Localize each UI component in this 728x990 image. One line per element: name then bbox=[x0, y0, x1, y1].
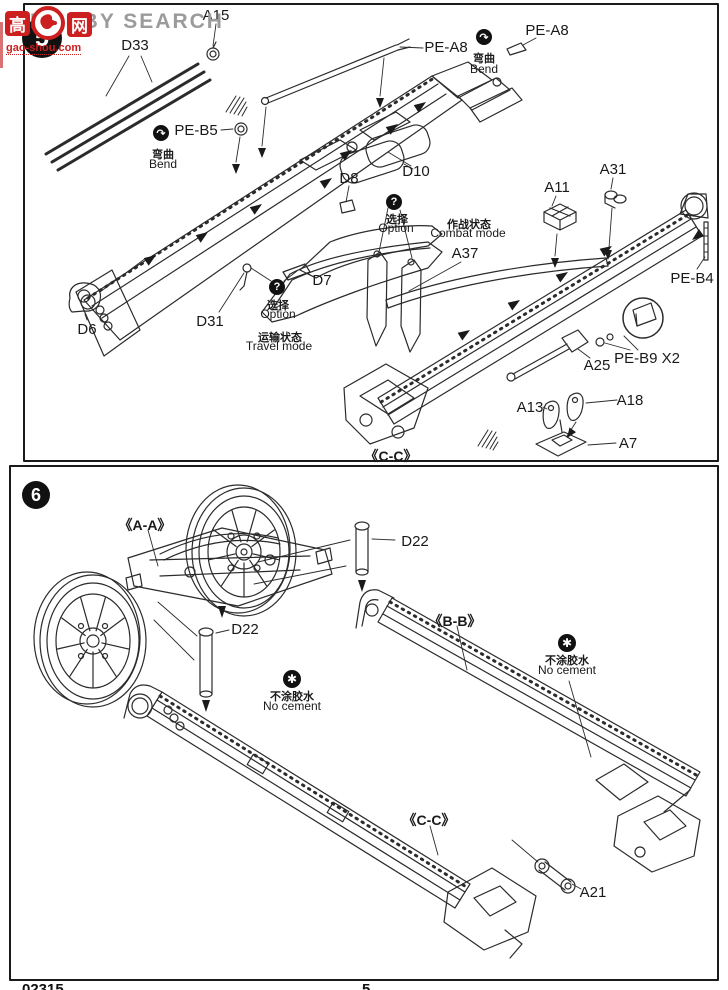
pe-a8-corner-part bbox=[506, 42, 527, 56]
step6-arrows bbox=[202, 580, 366, 712]
part-label-a13: A13 bbox=[516, 399, 544, 416]
beam-cc-spade-foot bbox=[443, 867, 537, 959]
pe-b9-magnifier bbox=[595, 297, 664, 347]
view-label-bb: 《B-B》 bbox=[428, 613, 482, 629]
part-label-d10: D10 bbox=[402, 163, 430, 180]
no-cement-note-en: No cement bbox=[537, 663, 597, 677]
kit-number: 02315 bbox=[22, 981, 64, 990]
no-cement-icon: ✱ bbox=[558, 634, 576, 652]
axle-frame-drawing bbox=[125, 527, 333, 607]
part-label-a25: A25 bbox=[583, 357, 611, 374]
part-label-a18: A18 bbox=[616, 392, 644, 409]
a13-part bbox=[542, 400, 560, 429]
d10-wire-parts bbox=[339, 124, 431, 184]
a18-part bbox=[566, 392, 584, 421]
part-label-d22-upper: D22 bbox=[401, 533, 429, 550]
no-cement-icon: ✱ bbox=[283, 670, 301, 688]
option-note-cn: 选择 bbox=[267, 300, 289, 312]
part-label-pe-b4: PE-B4 bbox=[670, 270, 714, 287]
pe-b4-strip-part bbox=[703, 221, 709, 261]
part-label-a21: A21 bbox=[579, 884, 607, 901]
step5-leader-lines bbox=[84, 23, 706, 446]
step5-arrows bbox=[143, 98, 705, 438]
hatch-marks bbox=[225, 95, 499, 451]
a21-part bbox=[534, 858, 576, 894]
part-label-a15: A15 bbox=[202, 7, 230, 24]
part-label-d6: D6 bbox=[77, 321, 97, 338]
bend-icon: ↷ bbox=[476, 29, 492, 45]
part-label-a31: A31 bbox=[599, 161, 627, 178]
travel-mode-note-cn: 运输状态 bbox=[258, 332, 302, 344]
left-wheel-drawing bbox=[33, 571, 147, 708]
d7-part bbox=[282, 263, 311, 281]
view-label-cc-step5: 《C-C》 bbox=[364, 448, 418, 464]
beam-cc-drawing bbox=[123, 684, 471, 909]
bend-note-cn: 弯曲 bbox=[473, 53, 495, 65]
watermark-site-text: gao-shou.com bbox=[6, 42, 82, 55]
beam-bb-spade-foot bbox=[613, 789, 701, 873]
part-label-pe-b9: PE-B9 X2 bbox=[614, 350, 680, 367]
bend-note-en: Bend bbox=[148, 157, 178, 171]
bend-note-en: Bend bbox=[469, 62, 499, 76]
a11-part bbox=[543, 203, 577, 231]
a15-part bbox=[206, 41, 220, 61]
option-icon: ? bbox=[269, 279, 285, 295]
d8-part bbox=[339, 199, 356, 214]
combat-mode-note-cn: 作战状态 bbox=[447, 219, 491, 231]
part-label-a7: A7 bbox=[618, 435, 638, 452]
no-cement-note-cn: 不涂胶水 bbox=[545, 655, 589, 667]
panel-borders bbox=[9, 3, 719, 981]
option-note-en: Option bbox=[260, 307, 296, 321]
part-label-d7: D7 bbox=[312, 272, 332, 289]
d6-part bbox=[68, 282, 102, 313]
no-cement-note-cn: 不涂胶水 bbox=[270, 691, 314, 703]
view-label-cc-step6: 《C-C》 bbox=[402, 812, 456, 828]
watermark-logo-char-right: 网 bbox=[67, 12, 92, 37]
bend-icon: ↷ bbox=[153, 125, 169, 141]
combat-mode-note-en: Combat mode bbox=[430, 226, 506, 240]
a7-part bbox=[535, 419, 587, 457]
watermark-thumb-logo-icon bbox=[31, 6, 65, 40]
step6-leader-lines bbox=[147, 529, 592, 890]
bend-note-cn: 弯曲 bbox=[152, 149, 174, 161]
option-icon: ? bbox=[386, 194, 402, 210]
pe-b5-part bbox=[234, 122, 248, 136]
part-label-a37: A37 bbox=[451, 245, 479, 262]
part-label-pe-a8-corner: PE-A8 bbox=[525, 22, 569, 39]
travel-mode-note-en: Travel mode bbox=[245, 339, 313, 353]
d33-rods bbox=[44, 62, 212, 172]
beam-bb-drawing bbox=[355, 589, 701, 801]
view-label-aa: 《A-A》 bbox=[118, 517, 172, 533]
float-parts bbox=[261, 225, 443, 323]
part-label-pe-b5: PE-B5 bbox=[174, 122, 218, 139]
right-wheel-drawing bbox=[185, 484, 297, 617]
part-label-pe-a8: PE-A8 bbox=[424, 39, 468, 56]
part-label-d8: D8 bbox=[339, 170, 359, 187]
pe-a8-rod-part bbox=[260, 38, 411, 106]
a25-rod-part bbox=[506, 329, 589, 382]
watermark: HOBBY SEARCH 高 网 gao-shou.com bbox=[0, 0, 240, 62]
watermark-logo-char-left: 高 bbox=[5, 11, 30, 36]
lower-beam-drawing bbox=[343, 192, 709, 445]
part-label-a11: A11 bbox=[544, 179, 570, 196]
watermark-edge-artifact bbox=[0, 22, 3, 68]
upper-beam-drawing bbox=[75, 61, 523, 357]
option-note-en: Option bbox=[378, 221, 414, 235]
option-note-cn: 选择 bbox=[386, 214, 408, 226]
blade-parts bbox=[366, 250, 422, 353]
no-cement-note-en: No cement bbox=[262, 699, 322, 713]
part-label-d33: D33 bbox=[121, 37, 149, 54]
page-number: 5 bbox=[362, 981, 371, 990]
step6-number-badge: 6 bbox=[22, 481, 50, 509]
d22-pin-parts bbox=[198, 521, 370, 698]
part-label-d31: D31 bbox=[196, 313, 224, 330]
part-label-d22-lower: D22 bbox=[231, 621, 259, 638]
a37-rail-part bbox=[385, 257, 609, 309]
a31-part bbox=[604, 190, 627, 209]
